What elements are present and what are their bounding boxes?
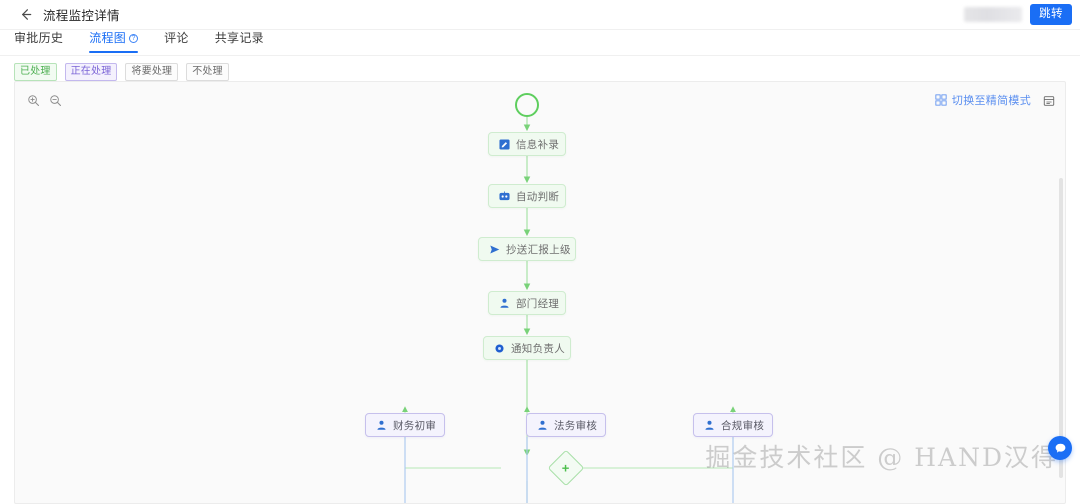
- flow-node-label: 抄送汇报上级: [506, 243, 571, 256]
- canvas-zoom-controls: [27, 94, 62, 107]
- user-approve-icon: [705, 420, 714, 430]
- form-edit-icon: [499, 138, 510, 150]
- flow-node-label: 法务审核: [554, 419, 598, 432]
- start-event-node[interactable]: [515, 93, 539, 117]
- flow-node-legal-review[interactable]: 法务审核: [526, 413, 606, 437]
- tab-comments[interactable]: 评论: [164, 30, 189, 53]
- flow-node-cc-report-superior[interactable]: 抄送汇报上级: [478, 237, 576, 261]
- help-circle-icon[interactable]: ?: [129, 33, 139, 43]
- canvas-view-controls: 切换至精简模式: [935, 92, 1055, 108]
- tab-share-records[interactable]: 共享记录: [215, 30, 264, 53]
- zoom-out-icon[interactable]: [49, 94, 62, 107]
- flow-node-label: 通知负责人: [511, 342, 565, 355]
- plus-icon: +: [562, 460, 570, 476]
- bell-notify-icon: [495, 343, 504, 353]
- flow-node-department-manager[interactable]: 部门经理: [488, 291, 566, 315]
- legend-tag-processing[interactable]: 正在处理: [64, 63, 118, 81]
- tab-flow-chart[interactable]: 流程图 ?: [89, 30, 139, 53]
- page-header: 流程监控详情 跳转: [0, 0, 1080, 30]
- header-actions: 跳转: [964, 4, 1072, 26]
- send-cc-icon: [490, 244, 500, 254]
- flow-chart-canvas[interactable]: 切换至精简模式: [14, 81, 1066, 504]
- tab-label: 共享记录: [214, 31, 264, 45]
- flow-node-label: 信息补录: [516, 138, 560, 151]
- flow-node-label: 自动判断: [516, 190, 560, 203]
- legend-tag-will-process[interactable]: 将要处理: [125, 63, 179, 81]
- flow-graph: 信息补录 自动判断 抄送汇报上级: [15, 82, 1065, 503]
- redacted-field: [964, 7, 1022, 23]
- flow-node-finance-initial-review[interactable]: 财务初审: [365, 413, 445, 437]
- tab-label: 审批历史: [14, 31, 64, 45]
- switch-compact-mode-button[interactable]: 切换至精简模式: [935, 92, 1031, 108]
- grid-icon: [935, 94, 947, 106]
- chat-support-icon[interactable]: [1048, 436, 1072, 460]
- flow-node-info-supplement[interactable]: 信息补录: [488, 132, 566, 156]
- tab-label: 评论: [164, 31, 189, 45]
- legend-tag-not-process[interactable]: 不处理: [186, 63, 229, 81]
- fullscreen-icon[interactable]: [1043, 94, 1055, 106]
- page-title: 流程监控详情: [43, 9, 120, 23]
- arrow-left-icon[interactable]: [16, 6, 34, 24]
- canvas-vertical-scrollbar[interactable]: [1059, 178, 1063, 478]
- flow-node-notify-owner[interactable]: 通知负责人: [483, 336, 571, 360]
- jump-button[interactable]: 跳转: [1030, 4, 1072, 26]
- user-approve-icon: [500, 298, 509, 308]
- user-approve-icon: [538, 420, 547, 430]
- flow-node-label: 部门经理: [516, 297, 560, 310]
- flow-node-label: 财务初审: [393, 419, 437, 432]
- legend-tag-processed[interactable]: 已处理: [14, 63, 57, 81]
- parallel-gateway-node[interactable]: +: [547, 449, 585, 487]
- zoom-in-icon[interactable]: [27, 94, 40, 107]
- flow-node-label: 合规审核: [721, 419, 765, 432]
- user-approve-icon: [377, 420, 386, 430]
- tab-label: 流程图: [89, 31, 127, 45]
- robot-icon: [499, 191, 510, 200]
- tab-bar: 审批历史 流程图 ? 评论 共享记录: [0, 30, 1080, 56]
- flow-node-auto-judge[interactable]: 自动判断: [488, 184, 566, 208]
- switch-compact-mode-label: 切换至精简模式: [951, 95, 1031, 107]
- tab-approval-history[interactable]: 审批历史: [14, 30, 63, 53]
- flow-node-compliance-review[interactable]: 合规审核: [693, 413, 773, 437]
- status-legend: 已处理 正在处理 将要处理 不处理: [14, 63, 229, 81]
